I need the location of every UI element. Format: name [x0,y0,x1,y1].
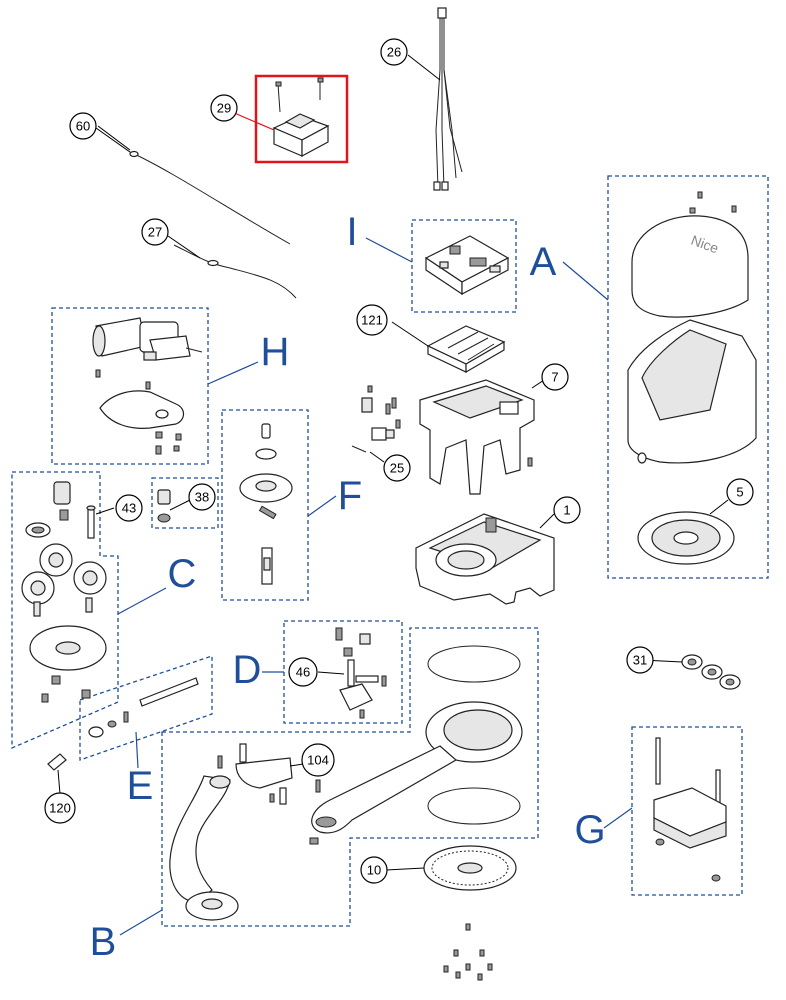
group-h-leader [207,361,259,385]
group-c-frame [11,471,119,749]
svg-text:7: 7 [551,370,558,385]
callout-7: 7 [541,363,569,391]
group-i-leader [365,237,413,263]
part-10-encoder-disc [385,845,517,891]
svg-text:31: 31 [633,653,647,668]
svg-text:10: 10 [367,863,381,878]
leader-60 [97,125,131,151]
group-label-e: E [127,764,154,808]
part-121-tray [391,321,506,374]
svg-text:43: 43 [122,501,136,516]
callout-26: 26 [380,38,408,66]
part-38-gear [157,489,191,523]
group-i-frame [411,219,517,313]
part-group-h-motor [92,317,203,455]
svg-text:120: 120 [49,801,71,816]
part-group-i-control-board [424,235,510,296]
group-h-frame [51,307,209,465]
group-e-leader [135,731,139,769]
group-38-frame [151,477,219,529]
part-31-washers [681,654,741,690]
svg-text:26: 26 [387,45,401,60]
part-group-f-shaft [239,423,293,585]
svg-text:29: 29 [217,101,231,116]
svg-text:1: 1 [563,503,570,518]
part-29-transformer [231,74,349,164]
part-120-clip [47,753,67,795]
callout-121: 121 [356,304,388,336]
group-label-f: F [338,474,362,518]
part-7-chassis [419,379,545,495]
group-label-c: C [168,552,197,596]
callout-43: 43 [115,494,143,522]
svg-text:46: 46 [296,665,310,680]
group-f-frame [221,409,309,601]
callout-120: 120 [44,792,76,824]
group-label-a: A [530,240,557,284]
group-f-leader [307,495,337,517]
part-group-a-covers: Nice [627,191,757,565]
leader-46 [317,671,345,675]
svg-text:60: 60 [76,119,90,134]
callout-25: 25 [383,454,411,482]
callout-5: 5 [726,478,754,506]
group-b-frame [161,627,539,927]
callout-60: 60 [69,112,97,140]
part-group-g-bracket [653,737,727,882]
highlight-box [254,74,349,164]
leader-43 [95,507,115,515]
callout-104: 104 [301,743,335,777]
group-a-leader [562,261,609,301]
group-label-g: G [574,808,605,852]
svg-text:38: 38 [195,490,209,505]
part-group-e [88,677,199,738]
part-1-base [415,513,555,605]
group-c-leader [117,587,167,615]
part-60-cable [95,127,291,245]
group-e-frame [79,655,213,761]
part-26-wire-harness [407,7,463,191]
group-a-frame [607,175,769,579]
group-g-leader [603,807,633,829]
svg-text:104: 104 [307,753,329,768]
part-25-switch [351,385,401,463]
svg-text:121: 121 [361,313,383,328]
part-group-b-arm [169,645,523,921]
part-group-d [335,627,387,719]
callout-31: 31 [626,646,654,674]
group-label-i: I [346,210,357,254]
svg-text:25: 25 [390,461,404,476]
group-label-h: H [261,330,290,374]
callout-38: 38 [188,483,216,511]
callout-1: 1 [553,496,581,524]
group-label-b: B [90,920,117,964]
svg-text:5: 5 [736,485,743,500]
callout-27: 27 [141,218,169,246]
svg-text:27: 27 [148,225,162,240]
group-g-frame [631,726,743,896]
part-43-pin [86,505,96,539]
part-group-c-gears [21,481,107,703]
group-label-d: D [233,648,262,692]
group-b-leader [119,909,163,936]
callout-10: 10 [360,856,388,884]
screw-cluster [443,923,493,981]
callout-29: 29 [210,94,238,122]
callout-46: 46 [288,657,318,687]
part-27-wire [167,235,297,299]
